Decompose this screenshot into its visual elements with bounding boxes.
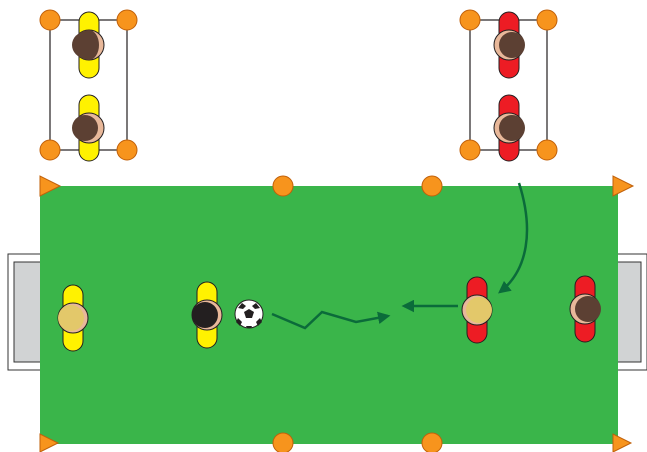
player-red-waiting xyxy=(494,95,525,161)
waiting-box-yellow xyxy=(40,10,137,161)
cone xyxy=(273,433,293,452)
cone xyxy=(117,10,137,30)
cone xyxy=(117,140,137,160)
player-yellow-waiting xyxy=(72,95,104,161)
cone xyxy=(40,140,60,160)
cone xyxy=(460,140,480,160)
corner-flag xyxy=(613,434,631,452)
soccer-ball xyxy=(235,300,263,328)
cone xyxy=(422,433,442,452)
player-red-waiting xyxy=(494,12,525,78)
cone xyxy=(422,176,442,196)
player-yellow-waiting xyxy=(72,12,104,78)
cone xyxy=(537,10,557,30)
waiting-box-red xyxy=(460,10,557,161)
corner-flag xyxy=(613,176,633,196)
cone xyxy=(40,10,60,30)
cone xyxy=(537,140,557,160)
cone xyxy=(460,10,480,30)
cone xyxy=(273,176,293,196)
